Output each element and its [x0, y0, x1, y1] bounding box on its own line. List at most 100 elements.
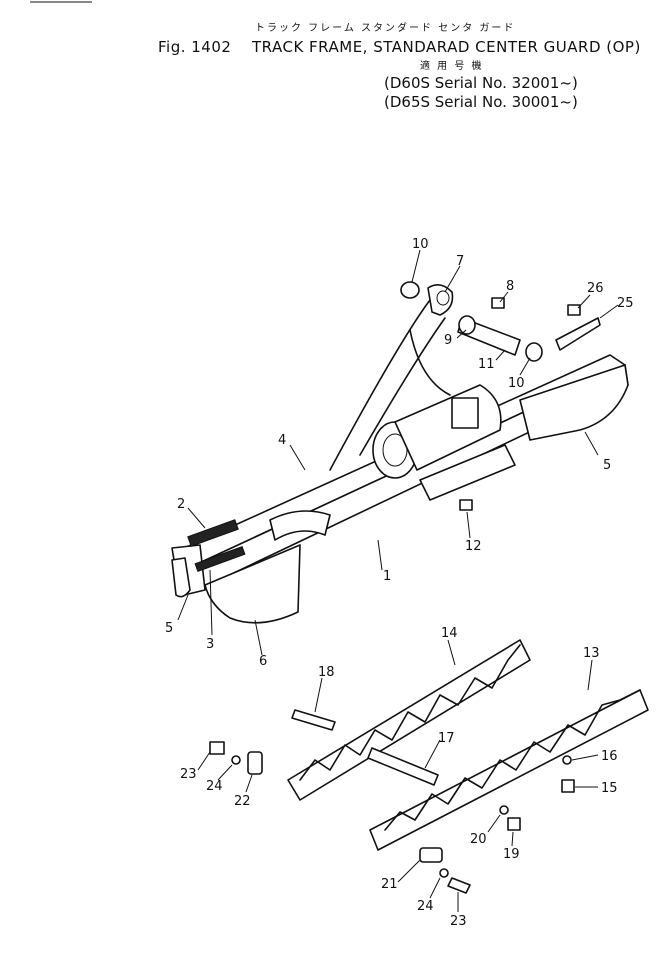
callout-21: 21	[381, 877, 398, 892]
leader-16	[571, 754, 599, 761]
shim-plate	[194, 546, 246, 572]
clip-22	[247, 751, 263, 775]
rear-guard	[519, 364, 629, 441]
leader-10-upper	[411, 249, 421, 283]
side-plate	[419, 444, 516, 501]
kana-title: トラック フレーム スタンダード センタ ガード	[255, 23, 516, 34]
leader-24-upper	[217, 764, 233, 781]
callout-17: 17	[438, 731, 455, 746]
callout-5-right: 5	[603, 458, 611, 473]
leader-5-left	[177, 594, 189, 621]
callout-20: 20	[470, 832, 487, 847]
bolt-8	[491, 297, 505, 309]
applicability-label: 適 用 号 機	[420, 61, 484, 72]
housing-block	[451, 397, 479, 429]
leader-17	[424, 739, 441, 769]
leader-12	[466, 511, 471, 539]
leader-5-right	[584, 431, 599, 456]
washer-20	[499, 805, 509, 815]
top-loose-parts	[400, 281, 601, 362]
leader-7	[444, 265, 461, 293]
plug	[459, 499, 473, 511]
callout-23-upper: 23	[180, 767, 197, 782]
leader-10-lower	[519, 357, 531, 376]
callout-24-lower: 24	[417, 899, 434, 914]
leader-19	[511, 831, 514, 847]
leader-23-upper	[197, 751, 211, 771]
callout-5-left: 5	[165, 621, 173, 636]
leader-6	[254, 619, 263, 656]
callout-18: 18	[318, 665, 335, 680]
guard-rail-13-teeth	[384, 689, 641, 831]
track-frame-assembly	[171, 299, 629, 624]
leader-1	[377, 539, 383, 571]
callout-8: 8	[506, 279, 514, 294]
leader-8	[499, 291, 509, 303]
strap-25	[555, 317, 601, 351]
serial-line-d65s: (D65S Serial No. 30001~)	[384, 93, 578, 111]
leader-9	[456, 329, 467, 339]
leader-20	[487, 814, 501, 833]
washer-24-upper	[231, 755, 241, 765]
callout-15: 15	[601, 781, 618, 796]
guard-rail-13-base	[369, 689, 649, 851]
bolt-23-lower	[447, 877, 471, 894]
leader-22	[245, 774, 253, 793]
callout-10-upper: 10	[412, 237, 429, 252]
seal-ring-10-lower	[525, 342, 543, 362]
callout-1: 1	[383, 569, 391, 584]
leader-4	[289, 444, 306, 471]
callout-24-upper: 24	[206, 779, 223, 794]
arm-outline-a	[329, 299, 431, 471]
guard-rail-upper	[287, 639, 531, 801]
front-guard-left	[171, 557, 191, 598]
leader-lines	[177, 249, 619, 912]
serial-line-d60s: (D60S Serial No. 32001~)	[384, 74, 578, 92]
bushing-9	[458, 315, 476, 335]
arm-outline-b	[359, 317, 446, 456]
callout-6: 6	[259, 654, 267, 669]
callout-16: 16	[601, 749, 618, 764]
bolt-26	[567, 304, 581, 316]
leader-13	[587, 659, 593, 691]
guard-rail-14-base	[287, 639, 531, 801]
callout-13: 13	[583, 646, 600, 661]
callout-25: 25	[617, 296, 634, 311]
washer-16	[562, 755, 572, 765]
leader-18	[314, 677, 323, 713]
bolt-15	[561, 779, 575, 793]
arm-curve	[409, 329, 451, 396]
leader-25	[599, 304, 619, 319]
figure-title: TRACK FRAME, STANDARAD CENTER GUARD (OP)	[252, 38, 641, 56]
callout-10-lower: 10	[508, 376, 525, 391]
callout-12: 12	[465, 539, 482, 554]
callout-9: 9	[444, 333, 452, 348]
washer-24-lower	[439, 868, 449, 878]
callout-4: 4	[278, 433, 286, 448]
seal-ring-10-upper	[400, 281, 420, 299]
callout-2: 2	[177, 497, 185, 512]
leader-3	[209, 569, 213, 636]
callout-19: 19	[503, 847, 520, 862]
guard-rail-lower	[369, 689, 649, 851]
bolt-18	[291, 709, 336, 731]
top-pad	[187, 519, 239, 547]
callout-26: 26	[587, 281, 604, 296]
callout-3: 3	[206, 637, 214, 652]
leader-2	[187, 507, 206, 529]
callout-22: 22	[234, 794, 251, 809]
callout-7: 7	[456, 254, 464, 269]
pin-17	[367, 747, 439, 786]
clip-21	[419, 847, 443, 863]
leader-21	[397, 859, 421, 883]
callout-11: 11	[478, 357, 495, 372]
bolt-23-upper	[209, 741, 225, 755]
leader-11	[495, 349, 506, 361]
callout-23-lower: 23	[450, 914, 467, 929]
guard-rail-14-teeth	[299, 644, 521, 781]
arm-bracket-hole	[436, 290, 450, 306]
callout-labels: 1 2 3 4 5 5 6 7 8 9 10 10 11 12 13 14 15…	[165, 237, 634, 929]
callout-14: 14	[441, 626, 458, 641]
leader-24-lower	[429, 877, 441, 899]
